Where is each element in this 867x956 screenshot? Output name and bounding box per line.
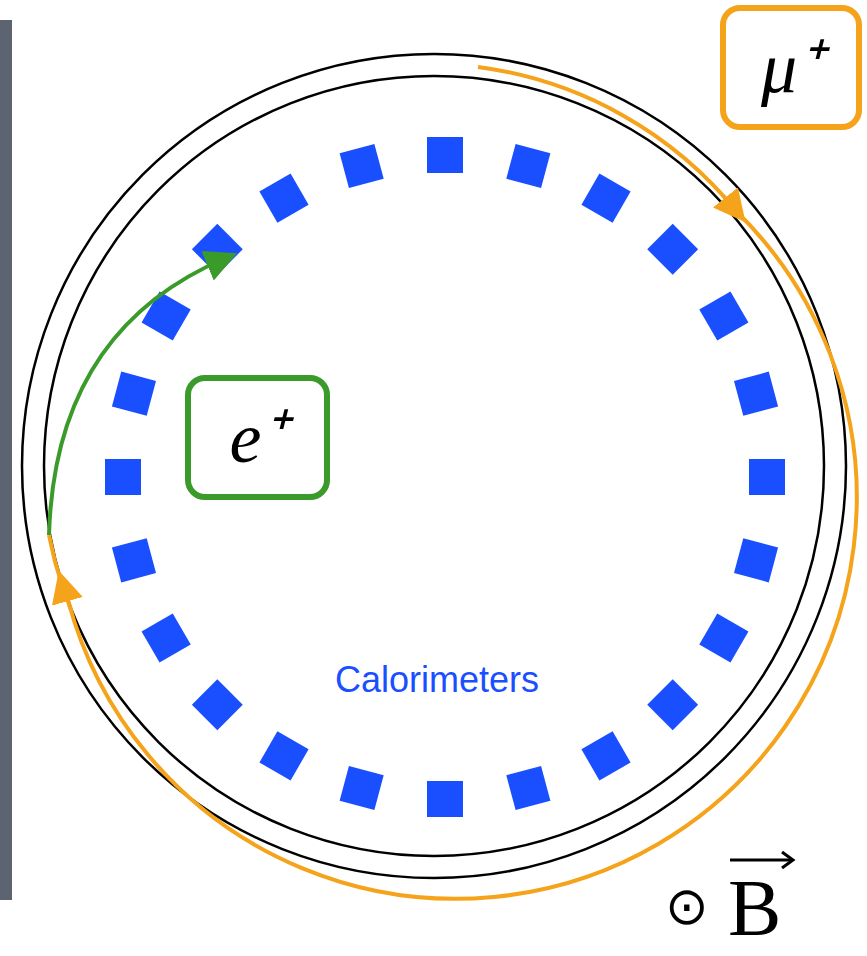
out-of-page-symbol: ⊙ [665,880,709,932]
muon-orbit [62,582,71,610]
muon-orbit [49,535,62,585]
muon-orbit [478,67,738,213]
particle-symbol: e⁺ [230,402,286,474]
calorimeter-label: Calorimeters [335,662,539,698]
particle-symbol: μ⁺ [761,32,821,104]
particle-box: μ⁺ [720,5,862,130]
photo-strip [0,20,12,900]
particle-box: e⁺ [185,375,330,500]
muon-orbit [68,210,857,899]
inner-ring [44,76,824,856]
vector-arrow [730,852,793,868]
field-symbol: B [728,868,781,948]
calorimeter-squares [105,137,785,817]
